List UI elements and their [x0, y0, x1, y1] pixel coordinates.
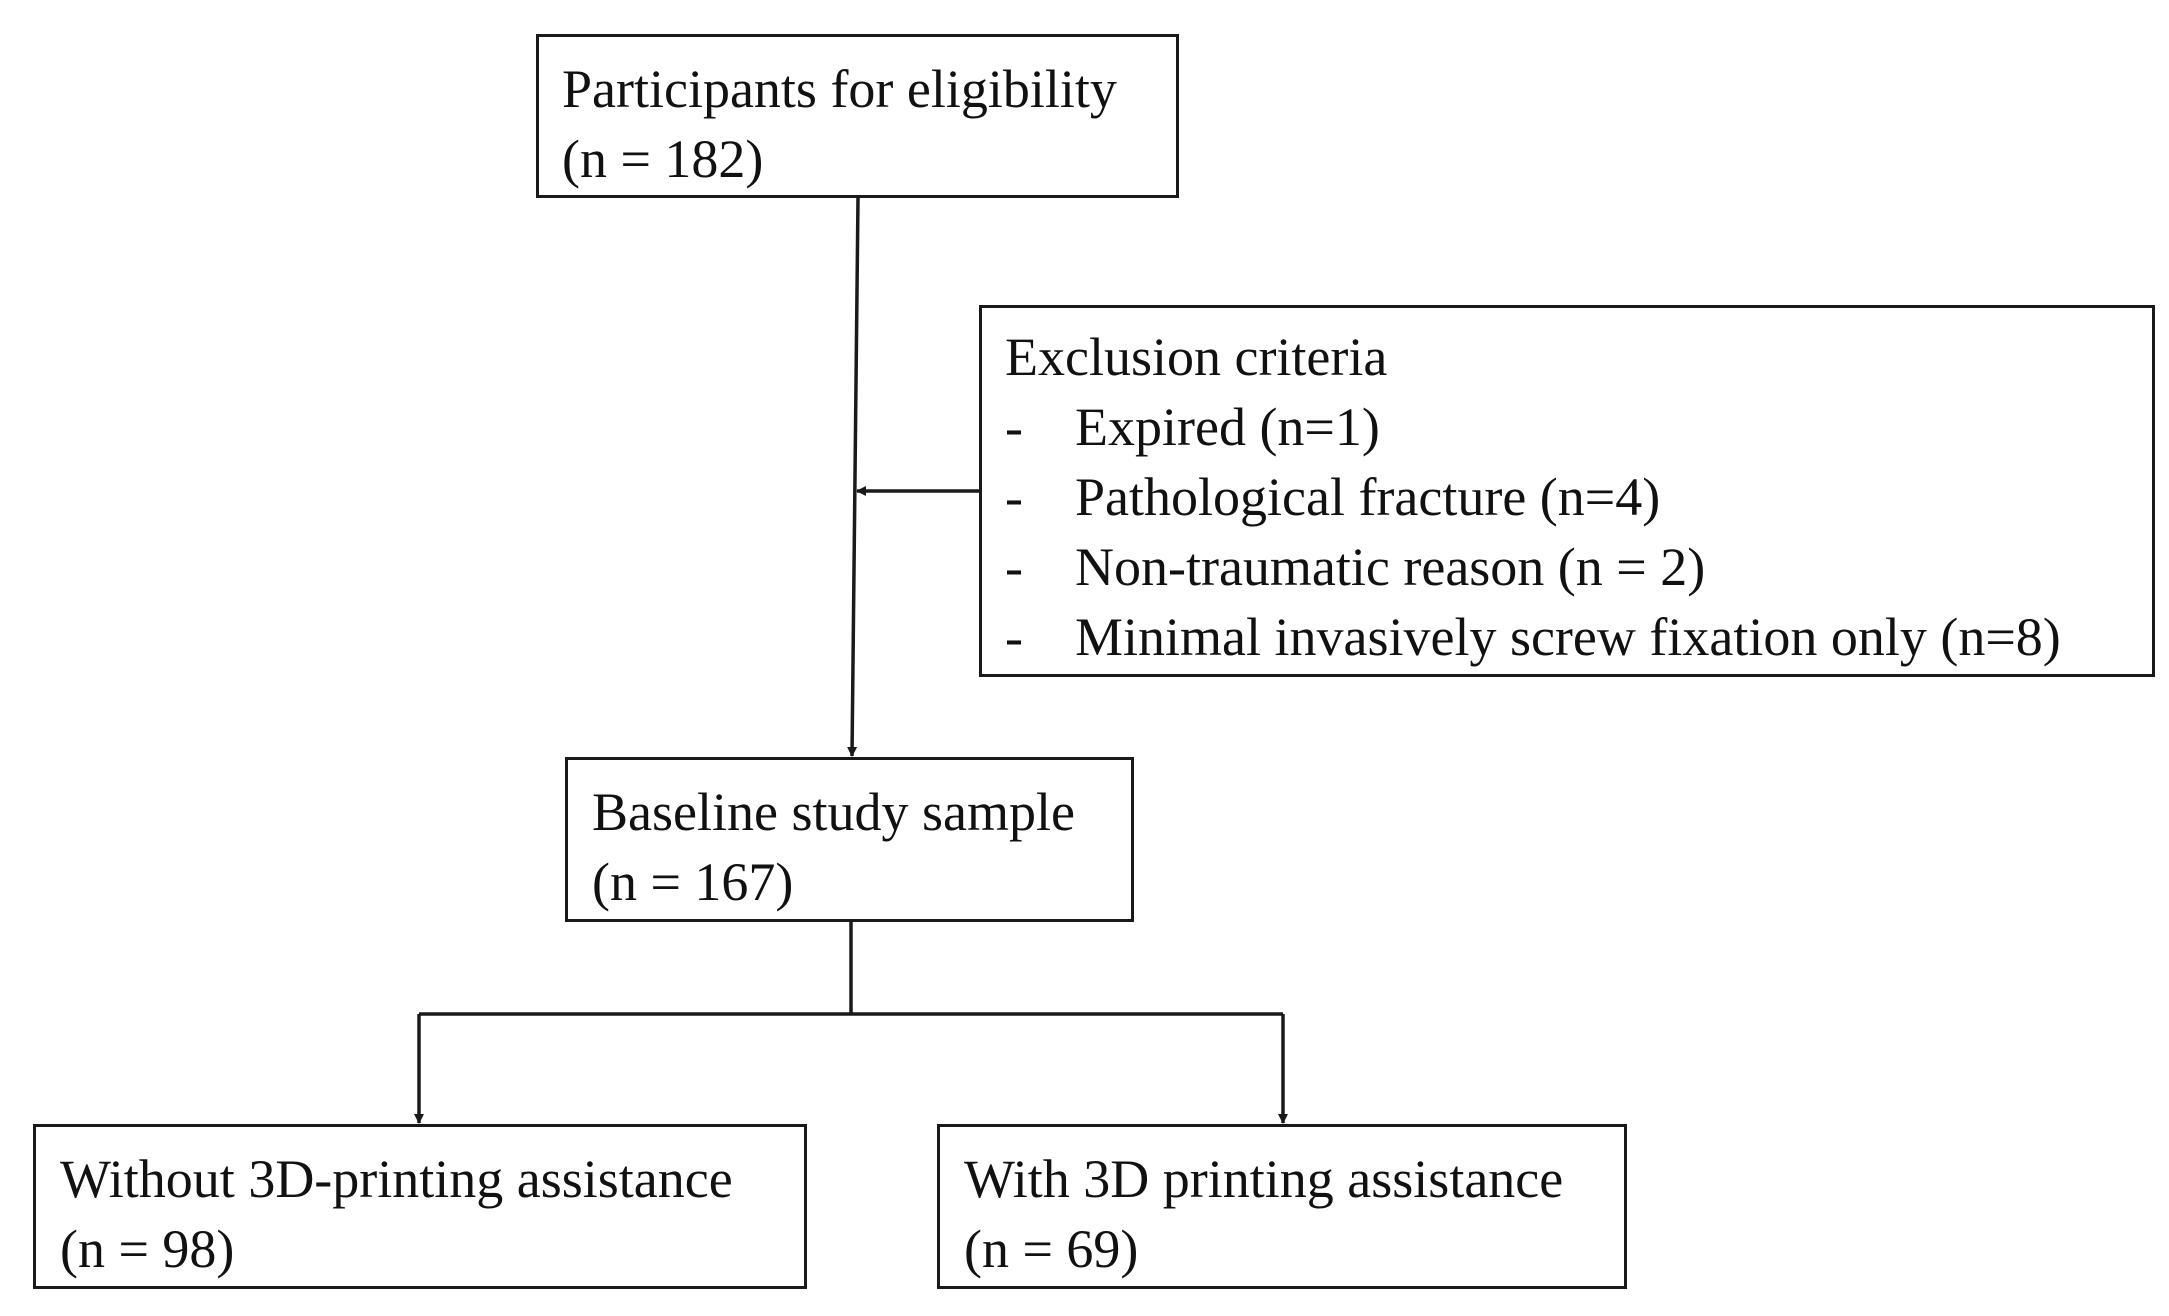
exclusion-item: - Pathological fracture (n=4) — [1005, 462, 2152, 532]
without-group-count: (n = 98) — [60, 1219, 235, 1279]
exclusion-title: Exclusion criteria — [1005, 327, 1388, 387]
with-group-title: With 3D printing assistance — [964, 1149, 1564, 1209]
baseline-title: Baseline study sample — [592, 782, 1075, 842]
exclusion-item: - Minimal invasively screw fixation only… — [1005, 602, 2152, 672]
exclusion-item: - Non-traumatic reason (n = 2) — [1005, 532, 2152, 602]
exclusion-criteria-box: Exclusion criteria - Expired (n=1) - Pat… — [979, 305, 2155, 677]
bullet-dash: - — [1005, 607, 1023, 667]
bullet-dash: - — [1005, 397, 1023, 457]
exclusion-item-text: Expired (n=1) — [1075, 397, 1380, 457]
exclusion-item-text: Pathological fracture (n=4) — [1075, 467, 1661, 527]
eligibility-title: Participants for eligibility — [562, 59, 1117, 119]
bullet-dash: - — [1005, 467, 1023, 527]
with-3d-printing-box: With 3D printing assistance (n = 69) — [937, 1124, 1627, 1289]
eligibility-to-baseline-arrow — [847, 197, 860, 757]
eligibility-box: Participants for eligibility (n = 182) — [536, 34, 1179, 198]
with-group-count: (n = 69) — [964, 1219, 1139, 1279]
bullet-dash: - — [1005, 537, 1023, 597]
without-group-title: Without 3D-printing assistance — [60, 1149, 733, 1209]
without-3d-printing-box: Without 3D-printing assistance (n = 98) — [33, 1124, 807, 1289]
baseline-count: (n = 167) — [592, 852, 794, 912]
exclusion-item: - Expired (n=1) — [1005, 392, 2152, 462]
exclusion-item-text: Non-traumatic reason (n = 2) — [1075, 537, 1706, 597]
eligibility-count: (n = 182) — [562, 129, 764, 189]
baseline-sample-box: Baseline study sample (n = 167) — [565, 757, 1134, 922]
exclusion-item-text: Minimal invasively screw fixation only (… — [1075, 607, 2061, 667]
